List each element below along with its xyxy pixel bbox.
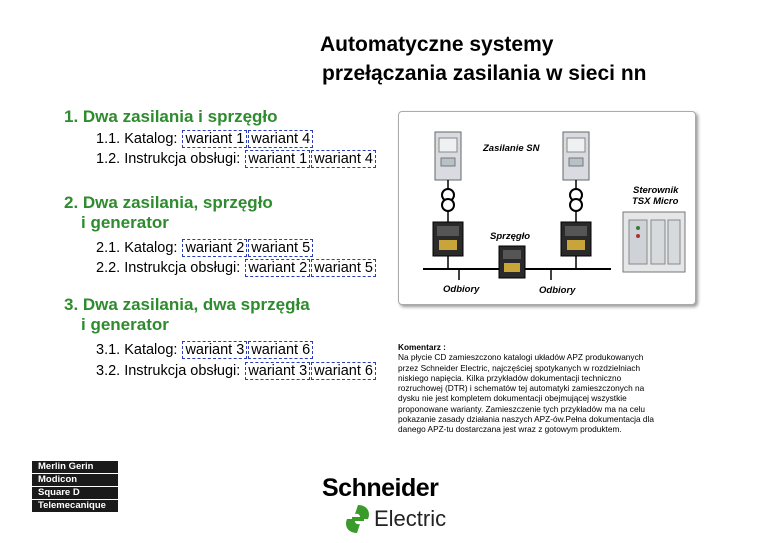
label-odbiory-right: Odbiory <box>539 285 576 296</box>
mv-cabinet-left <box>434 131 462 181</box>
catalog-label: 2.1. Katalog: <box>96 240 178 256</box>
section-1-heading: 1. Dwa zasilania i sprzęgło <box>64 107 278 127</box>
link-catalog-wariant-3[interactable]: wariant 3 <box>182 341 248 359</box>
manual-label: 1.2. Instrukcja obsługi: <box>96 151 241 167</box>
schneider-logo: Schneider Electric <box>322 474 462 538</box>
section-3-heading-line2: i generator <box>81 315 169 334</box>
section-1-heading-line1: 1. Dwa zasilania i sprzęgło <box>64 107 278 126</box>
catalog-label: 1.1. Katalog: <box>96 131 178 147</box>
comment-block: Komentarz : Na płycie CD zamieszczono ka… <box>398 342 658 435</box>
breaker-left <box>432 221 464 257</box>
brand-modicon: Modicon <box>32 474 118 486</box>
link-manual-wariant-2[interactable]: wariant 2 <box>245 259 311 277</box>
manual-label: 2.2. Instrukcja obsługi: <box>96 260 241 276</box>
link-manual-wariant-6[interactable]: wariant 6 <box>311 362 376 380</box>
mv-cabinet-right <box>562 131 590 181</box>
section-3-heading: 3. Dwa zasilania, dwa sprzęgła i generat… <box>64 295 310 335</box>
logo-name: Schneider <box>322 474 439 502</box>
section-2-heading-line2: i generator <box>81 213 169 232</box>
link-catalog-wariant-5[interactable]: wariant 5 <box>248 239 314 257</box>
title-line-2: przełączania zasilania w sieci nn <box>322 62 647 85</box>
link-manual-wariant-5[interactable]: wariant 5 <box>311 259 376 277</box>
link-manual-wariant-3[interactable]: wariant 3 <box>245 362 311 380</box>
label-odbiory-left: Odbiory <box>443 284 480 295</box>
schneider-leaf-icon <box>346 505 369 533</box>
link-manual-wariant-4[interactable]: wariant 4 <box>311 150 376 168</box>
title-line-1: Automatyczne systemy <box>320 33 554 56</box>
label-zasilanie-sn: Zasilanie SN <box>483 143 540 154</box>
section-2-heading: 2. Dwa zasilania, sprzęgło i generator <box>64 193 273 233</box>
link-manual-wariant-1[interactable]: wariant 1 <box>245 150 311 168</box>
manual-label: 3.2. Instrukcja obsługi: <box>96 363 241 379</box>
system-diagram: Zasilanie SN Sterownik TSX Micro Sprzęgł… <box>398 111 696 305</box>
logo-electric: Electric <box>374 506 447 531</box>
brand-list: Merlin Gerin Modicon Square D Telemecani… <box>32 461 118 513</box>
link-catalog-wariant-6[interactable]: wariant 6 <box>248 341 314 359</box>
plc-controller <box>622 211 686 273</box>
coupling-breaker <box>498 245 526 279</box>
brand-telemecanique: Telemecanique <box>32 500 118 512</box>
diagram-drawing <box>423 131 686 280</box>
transformer-right-symbol <box>569 188 583 212</box>
section-3-heading-line1: 3. Dwa zasilania, dwa sprzęgła <box>64 295 310 314</box>
section-2-heading-line1: 2. Dwa zasilania, sprzęgło <box>64 193 273 212</box>
catalog-label: 3.1. Katalog: <box>96 342 178 358</box>
transformer-left-symbol <box>441 188 455 212</box>
comment-heading: Komentarz : <box>398 342 446 352</box>
brand-merlin-gerin: Merlin Gerin <box>32 461 118 473</box>
link-catalog-wariant-1[interactable]: wariant 1 <box>182 130 248 148</box>
page-title: Automatyczne systemy przełączania zasila… <box>320 30 646 88</box>
comment-body: Na płycie CD zamieszczono katalogi układ… <box>398 352 654 435</box>
label-sprzeglo: Sprzęgło <box>490 231 531 242</box>
label-sterownik-line1: Sterownik <box>633 185 679 196</box>
link-catalog-wariant-2[interactable]: wariant 2 <box>182 239 248 257</box>
breaker-right <box>560 221 592 257</box>
label-sterownik: Sterownik TSX Micro <box>627 185 678 207</box>
link-catalog-wariant-4[interactable]: wariant 4 <box>248 130 314 148</box>
label-sterownik-line2: TSX Micro <box>631 196 679 207</box>
brand-square-d: Square D <box>32 487 118 499</box>
